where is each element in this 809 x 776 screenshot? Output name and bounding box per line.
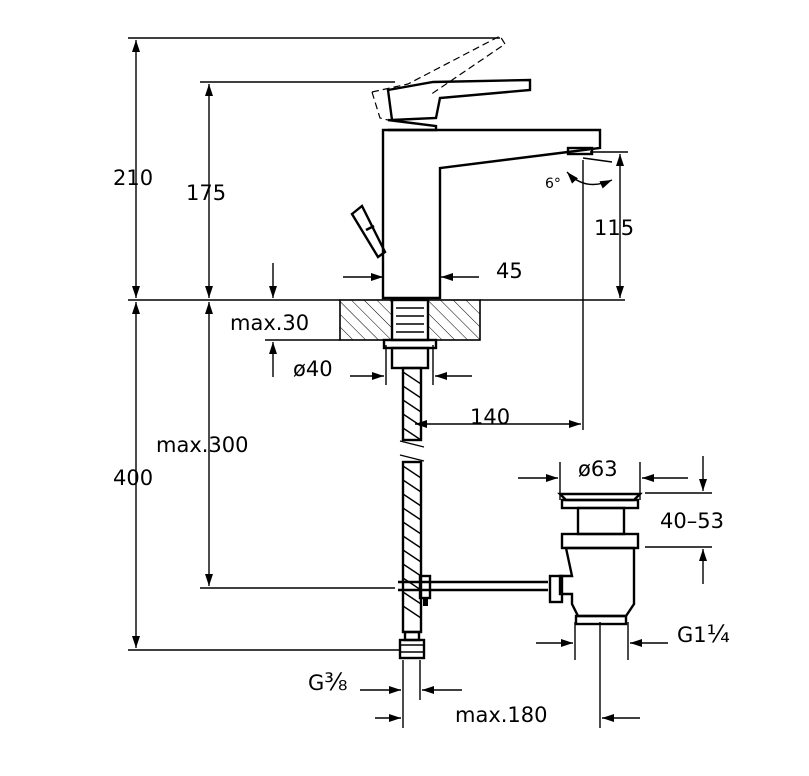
label-below-deck-length: 400 xyxy=(113,466,153,490)
label-waste-thread: G1¼ xyxy=(677,620,730,648)
waste-plug xyxy=(548,492,643,626)
label-spout-angle: 6° xyxy=(545,176,561,192)
dimension-labels: 210 175 115 6° 45 max.30 ø40 140 max.300… xyxy=(113,166,730,727)
label-spout-reach: 140 xyxy=(470,405,510,429)
label-deck-thickness: max.30 xyxy=(230,311,309,335)
waste-thread-fraction: ¼ xyxy=(707,620,730,648)
dimension-lines xyxy=(132,40,707,722)
waste-thread-major: G1 xyxy=(677,623,707,647)
label-waste-adjust: 40–53 xyxy=(660,509,724,533)
countertop-section xyxy=(339,299,481,341)
label-hose-length: max.300 xyxy=(156,433,249,457)
extension-lines xyxy=(128,37,712,728)
label-inlet-thread: G⅜ xyxy=(308,668,348,696)
label-overall-height: 210 xyxy=(113,166,153,190)
inlet-thread-major: G xyxy=(308,671,324,695)
label-hole-diameter: ø40 xyxy=(293,357,333,381)
label-spout-height: 175 xyxy=(186,181,226,205)
label-aerator-height: 115 xyxy=(594,216,634,240)
flexible-hoses xyxy=(398,366,426,660)
label-rod-length: max.180 xyxy=(455,703,548,727)
inlet-thread-fraction: ⅜ xyxy=(324,668,347,696)
linkage-rod xyxy=(398,574,548,606)
mixer-body xyxy=(350,35,602,370)
label-body-width: 45 xyxy=(496,259,523,283)
label-waste-diameter: ø63 xyxy=(578,457,618,481)
